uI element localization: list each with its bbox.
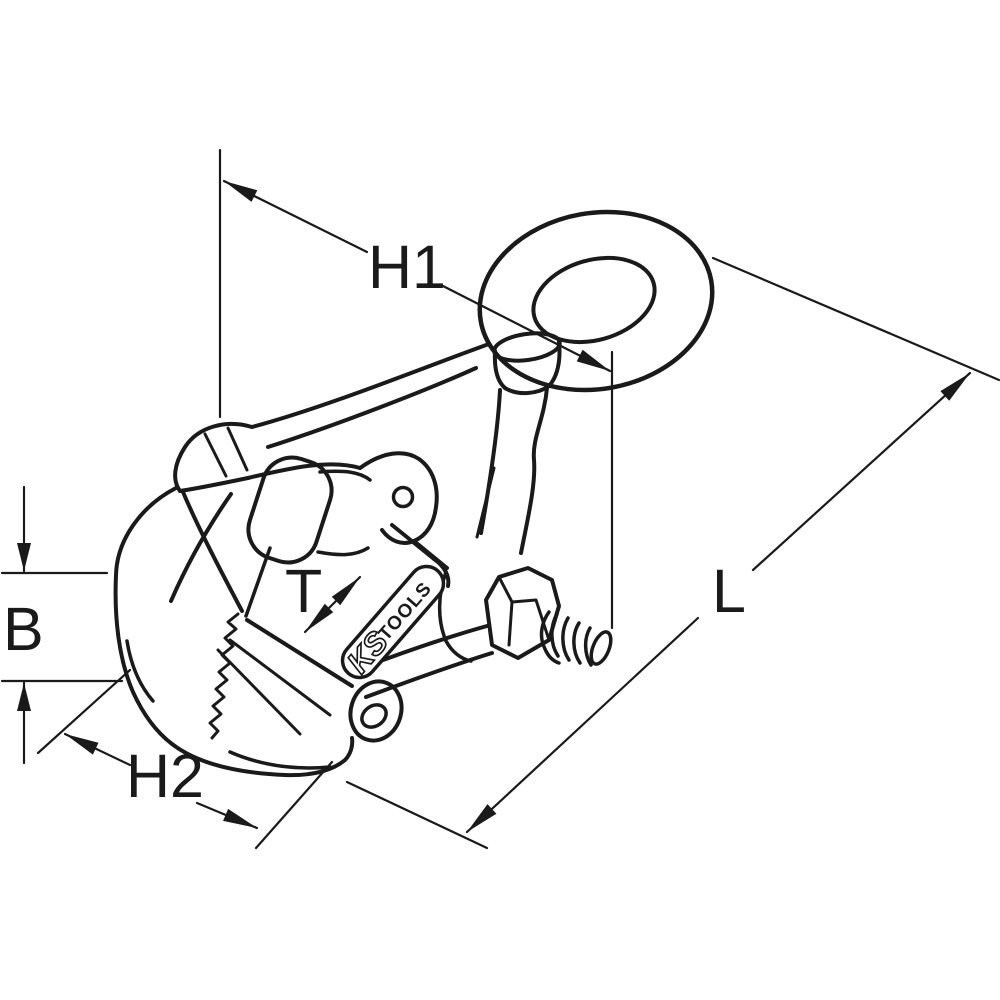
h2-extension-line-left	[36, 668, 132, 755]
l-label: L	[712, 557, 746, 625]
h1-arrowhead-upper	[224, 181, 258, 202]
l-leader-upper	[751, 371, 972, 572]
l-dimension	[345, 256, 1000, 850]
serrated-jaw	[208, 612, 240, 740]
b-arrowhead-top	[17, 543, 31, 571]
shank	[475, 386, 549, 555]
threaded-stud	[539, 610, 613, 667]
pivot-pin	[246, 455, 372, 565]
clamp-body	[113, 486, 355, 778]
h2-extension-line-right	[254, 760, 334, 850]
l-leader-lower	[465, 616, 700, 834]
t-label: T	[285, 557, 322, 625]
arm-end-cap	[173, 421, 254, 493]
l-extension-line-top	[711, 256, 1000, 382]
boss-hole	[360, 703, 388, 729]
h1-arrowhead-lower	[576, 349, 610, 371]
b-label: B	[3, 595, 44, 663]
t-arrowhead-lower	[305, 603, 334, 632]
hex-nut	[484, 566, 561, 660]
l-extension-line-bottom	[345, 780, 489, 850]
upper-arm	[181, 342, 491, 618]
bracket-hole	[391, 485, 415, 509]
h1-label: H1	[368, 233, 446, 301]
dimension-labels: H1 L B T H2	[3, 233, 746, 810]
bottom-boss	[348, 679, 404, 743]
b-arrowhead-bottom	[17, 683, 31, 711]
l-arrowhead-upper	[940, 373, 970, 401]
t-arrowhead-upper	[331, 577, 360, 606]
h2-arrowhead-left	[65, 734, 99, 755]
ks-tools-logo: KS TOOLS	[339, 564, 446, 681]
logo-capsule	[340, 564, 446, 680]
clamp-drawing	[113, 209, 715, 778]
dimension-arrowheads	[17, 181, 970, 832]
eye-ring-inner	[531, 255, 657, 345]
eye-ring-outer	[477, 209, 715, 393]
l-arrowhead-lower	[467, 804, 497, 832]
h2-arrowhead-right	[223, 808, 257, 828]
pivot-bracket	[358, 451, 451, 588]
h2-label: H2	[126, 742, 204, 810]
eye-collar	[492, 331, 562, 395]
